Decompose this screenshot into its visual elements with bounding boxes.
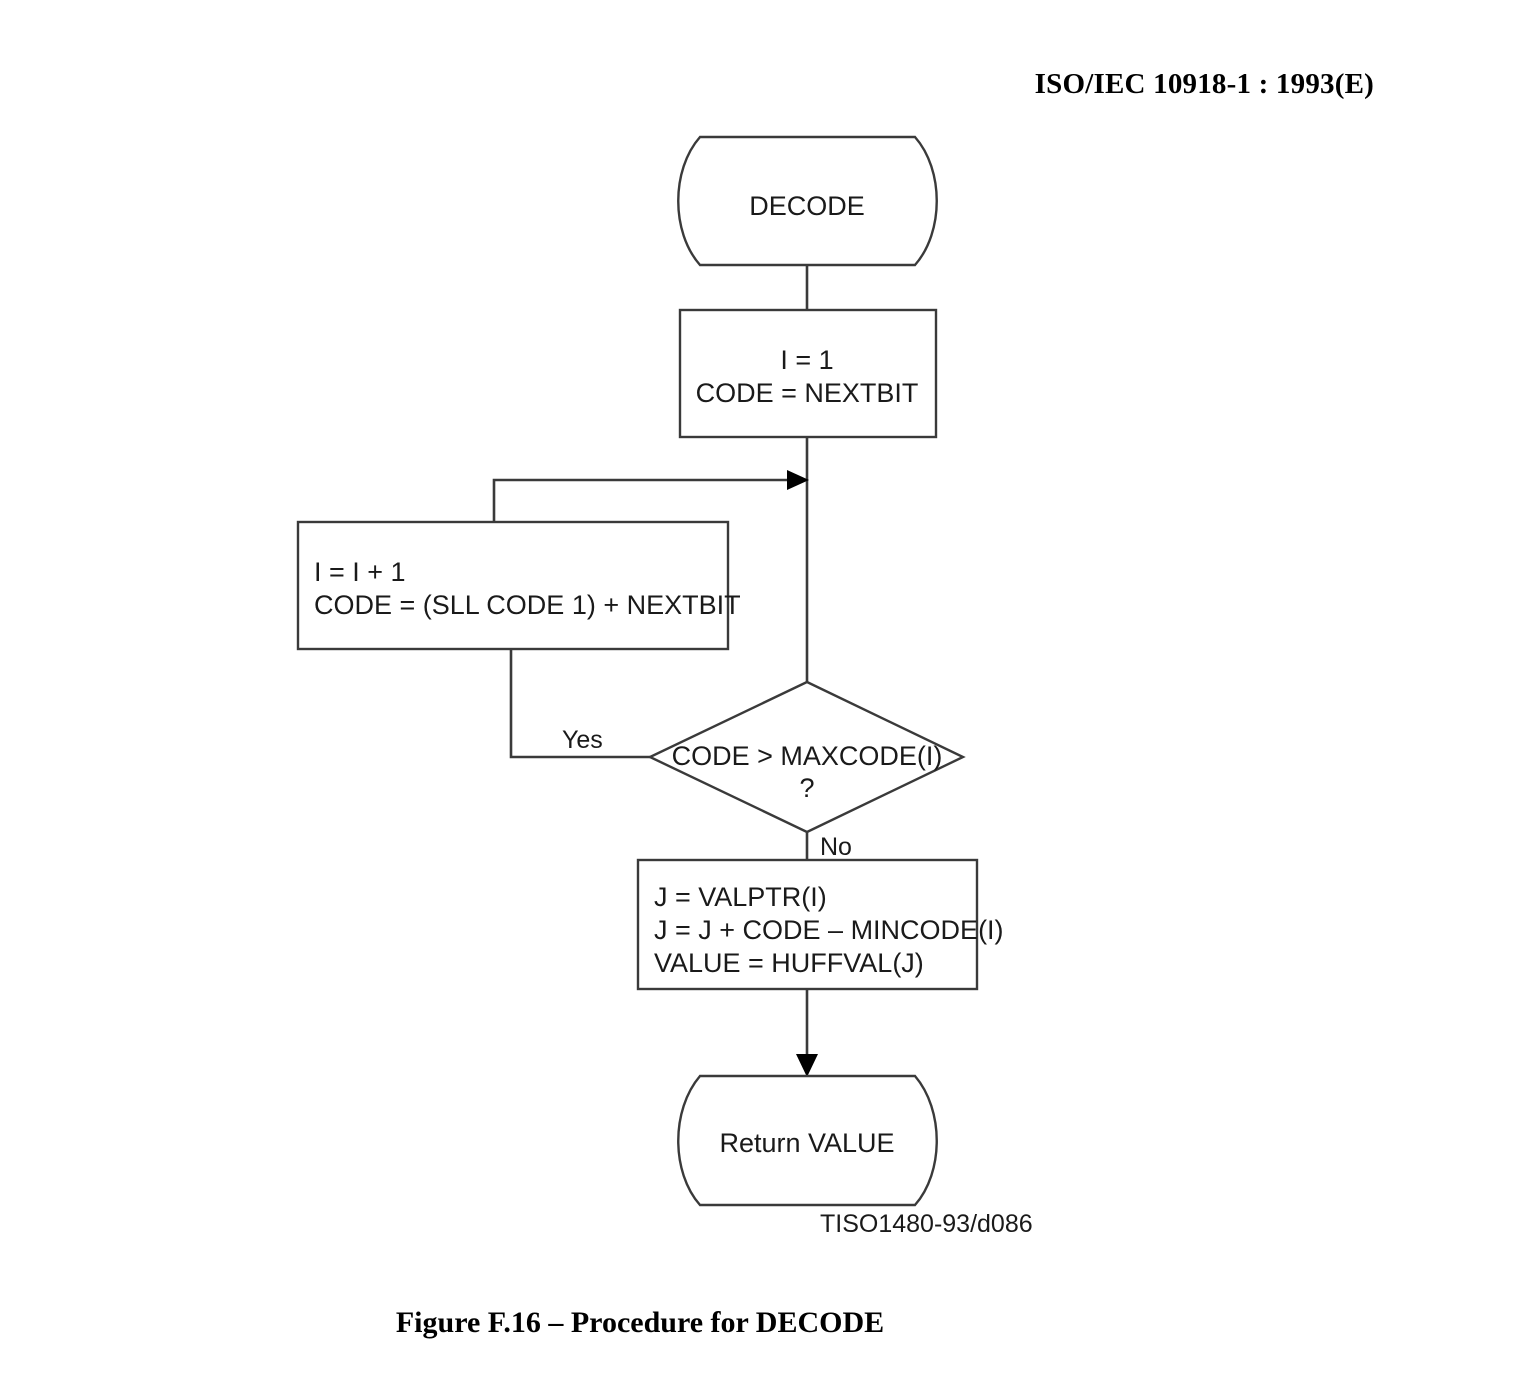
document-header-standard-reference: ISO/IEC 10918-1 : 1993(E) — [1034, 68, 1374, 100]
node-init: I = 1 CODE = NEXTBIT — [678, 308, 938, 439]
arrowhead-down-icon — [796, 1054, 818, 1077]
node-compute-line-3: VALUE = HUFFVAL(J) — [654, 948, 924, 978]
node-decision-line-1: CODE > MAXCODE(I) — [672, 741, 943, 771]
process-shape-init — [678, 308, 938, 439]
loopback-path — [492, 478, 789, 522]
connector-yes-branch — [509, 649, 650, 759]
process-shape-increment — [296, 520, 730, 651]
figure-caption: Figure F.16 – Procedure for DECODE — [395, 1306, 885, 1339]
arrowhead-right-icon — [787, 470, 809, 490]
node-end-return: Return VALUE — [677, 1074, 938, 1207]
terminator-shape-start — [677, 135, 938, 267]
node-init-line-2: CODE = NEXTBIT — [696, 378, 919, 408]
edge-label-yes: Yes — [562, 726, 603, 754]
node-increment-line-1: I = I + 1 — [314, 557, 406, 587]
process-shape-compute — [636, 858, 979, 991]
node-start-label: DECODE — [749, 191, 865, 221]
node-end-label: Return VALUE — [719, 1128, 894, 1158]
connector-loopback-to-spine — [492, 470, 809, 522]
node-increment-line-2: CODE = (SLL CODE 1) + NEXTBIT — [314, 590, 741, 620]
terminator-shape-end — [677, 1074, 938, 1207]
node-compute: J = VALPTR(I) J = J + CODE – MINCODE(I) … — [636, 858, 1004, 991]
node-compute-line-1: J = VALPTR(I) — [654, 882, 827, 912]
node-init-line-1: I = 1 — [780, 345, 833, 375]
node-start-decode: DECODE — [677, 135, 938, 267]
edge-label-no: No — [820, 833, 852, 861]
node-increment: I = I + 1 CODE = (SLL CODE 1) + NEXTBIT — [296, 520, 741, 651]
connector-compute-to-end — [796, 989, 818, 1077]
node-decision-test: CODE > MAXCODE(I) ? — [647, 680, 966, 834]
drawing-id-caption: TISO1480-93/d086 — [820, 1210, 1033, 1238]
decode-flowchart: DECODE I = 1 CODE = NEXTBIT I = I + 1 CO… — [296, 135, 1033, 1238]
node-compute-line-2: J = J + CODE – MINCODE(I) — [654, 915, 1004, 945]
node-decision-line-2: ? — [799, 773, 814, 803]
